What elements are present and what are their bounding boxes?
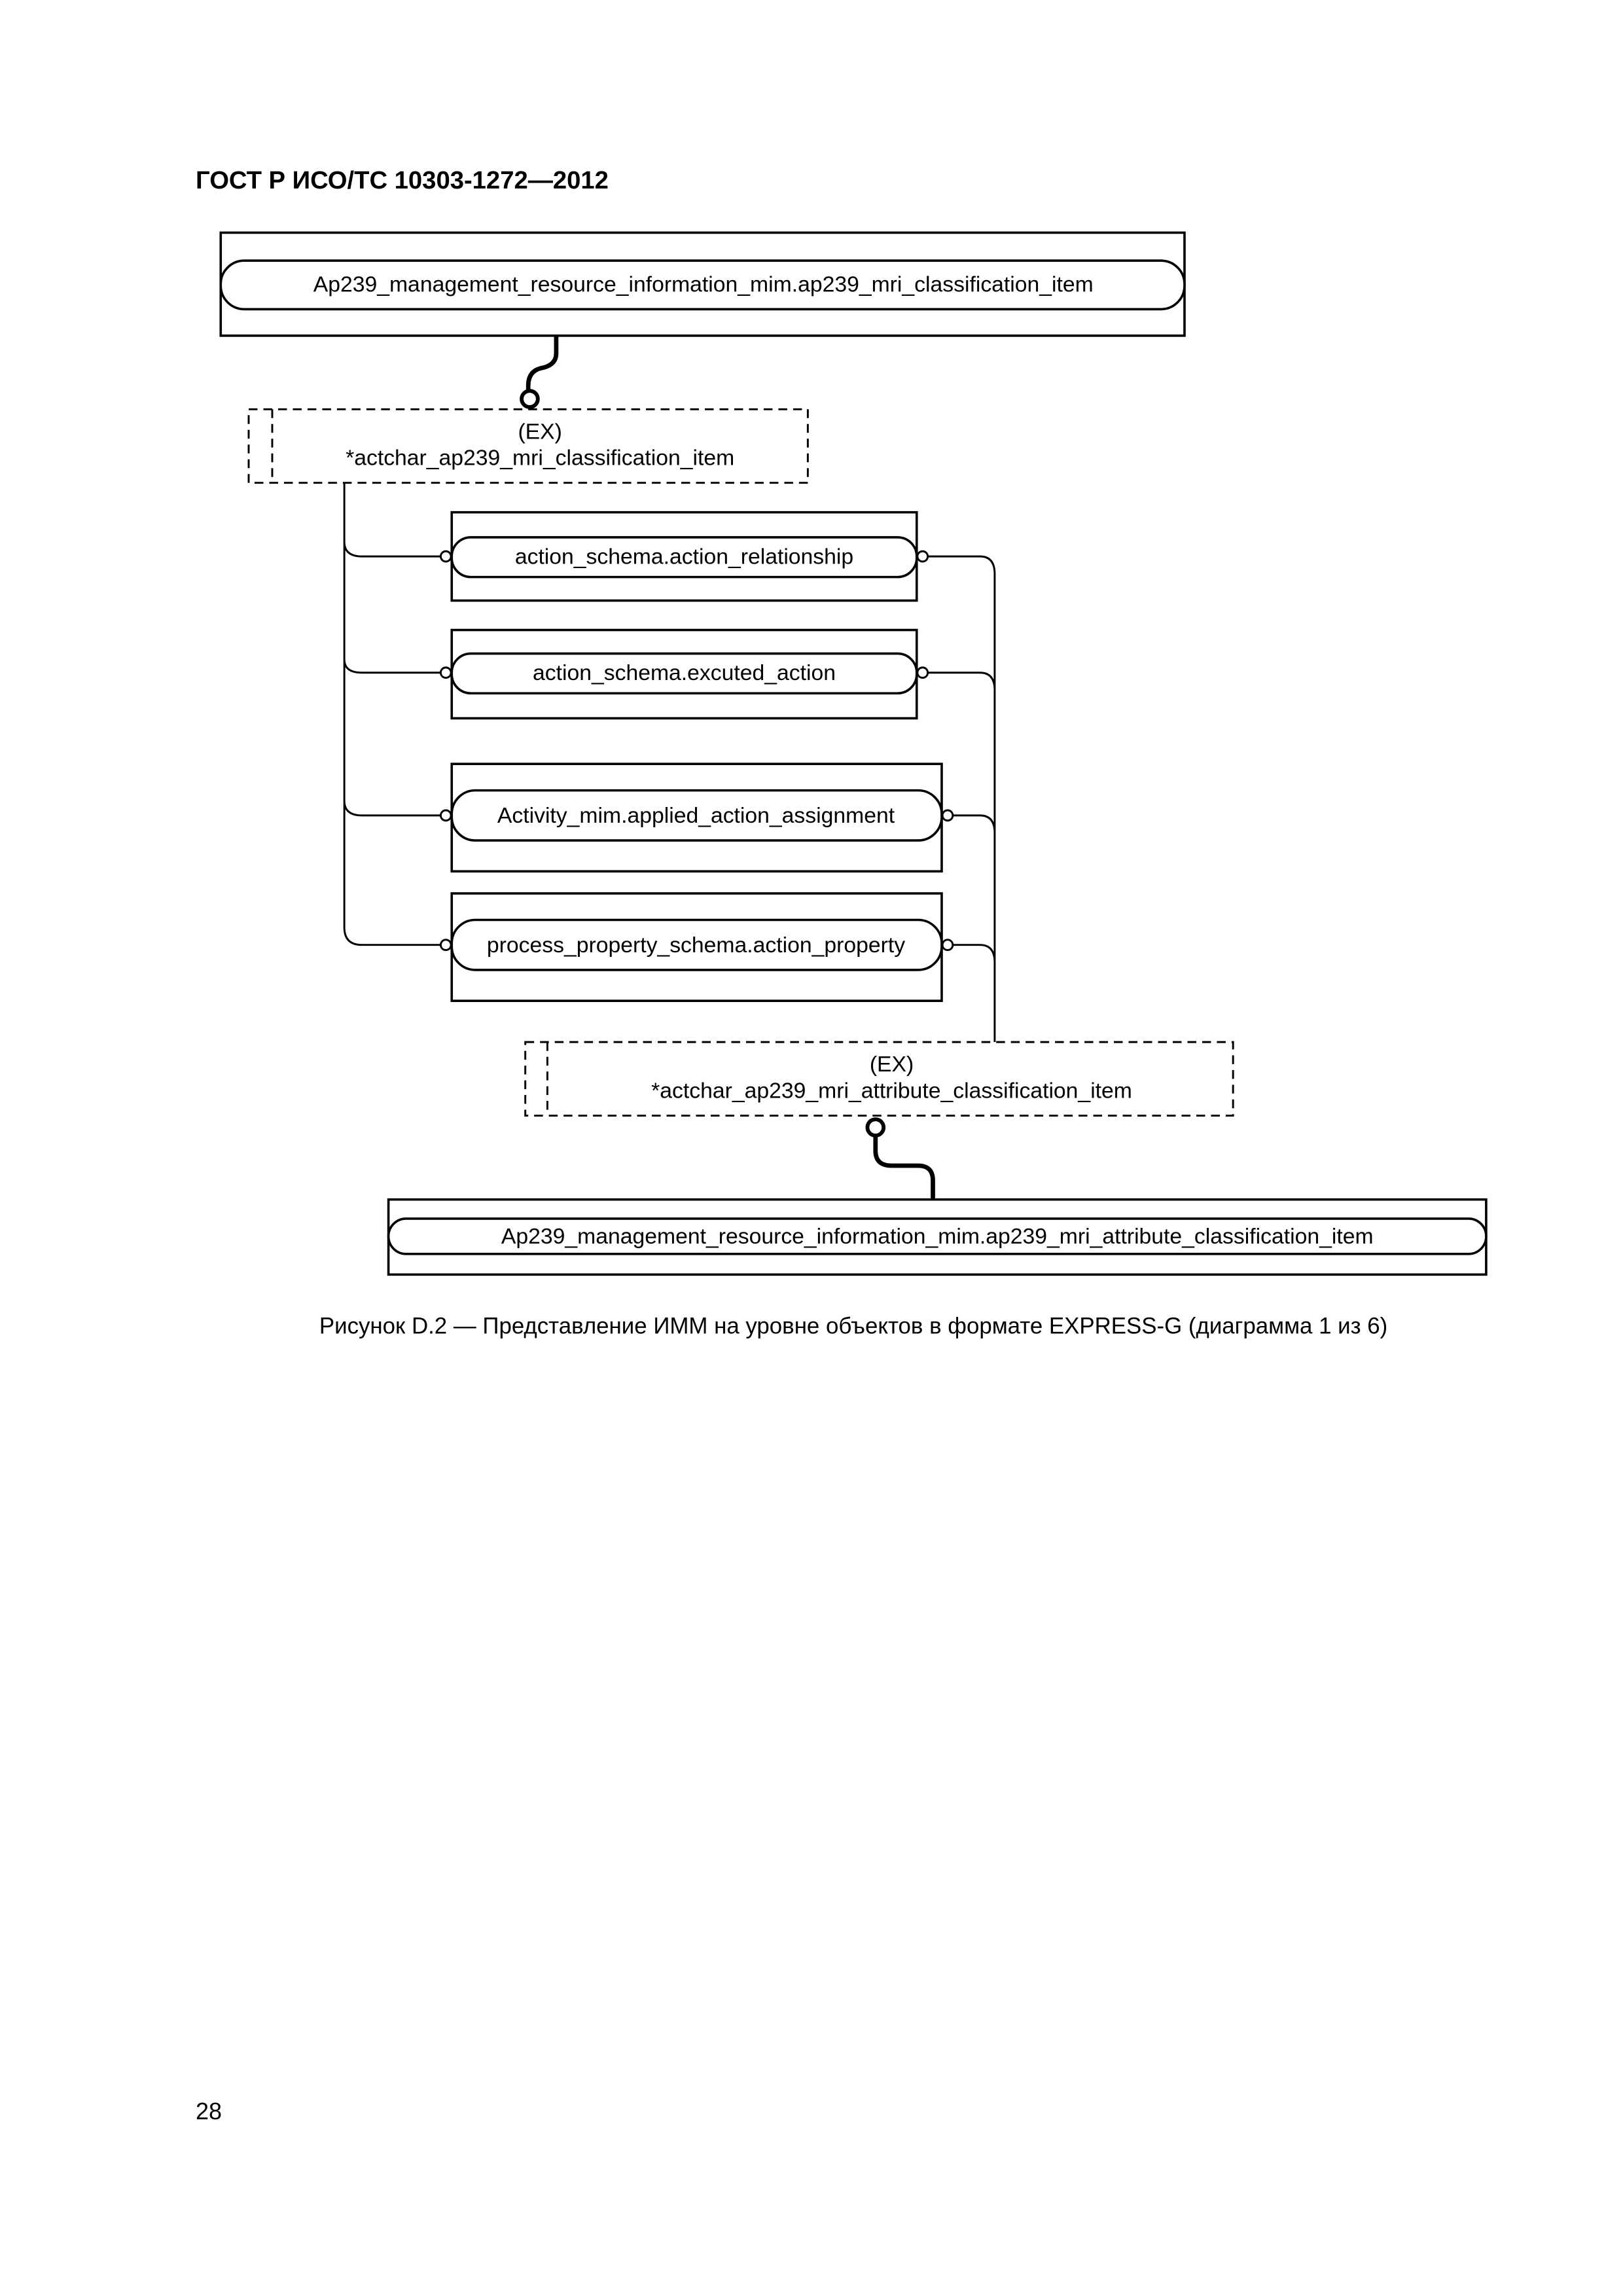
page-number: 28 (196, 2098, 222, 2125)
item-label-2: action_schema.excuted_action (533, 660, 836, 685)
right-trunk-line (928, 555, 996, 1043)
top-entity-box: Ap239_management_resource_information_mi… (219, 231, 1186, 337)
bottom-entity-box: Ap239_management_resource_information_mi… (387, 1198, 1488, 1276)
bottom-relationship-line (873, 1136, 935, 1200)
select-2-name: *actchar_ap239_mri_attribute_classificat… (651, 1079, 1132, 1103)
item-box-3: Activity_mim.applied_action_assignment (439, 762, 954, 873)
item-box-1: action_schema.action_relationship (439, 511, 929, 602)
document-header: ГОСТ Р ИСО/ТС 10303-1272—2012 (196, 166, 609, 194)
bottom-relationship-circle (865, 1117, 886, 1138)
select-type-2: (EX) *actchar_ap239_mri_attribute_classi… (524, 1041, 1234, 1117)
top-entity-label: Ap239_management_resource_information_mi… (313, 272, 1094, 296)
select-2-tag: (EX) (870, 1052, 914, 1077)
top-relationship-line (526, 335, 559, 391)
left-trunk-line (343, 482, 440, 946)
item-label-3: Activity_mim.applied_action_assignment (497, 803, 895, 828)
item-label-4: process_property_schema.action_property (487, 933, 905, 958)
item-box-4: process_property_schema.action_property (439, 892, 954, 1002)
item-box-2: action_schema.excuted_action (439, 628, 929, 720)
top-relationship-circle (520, 389, 540, 409)
select-1-tag: (EX) (518, 419, 562, 444)
select-type-1: (EX) *actchar_ap239_mri_classification_i… (247, 408, 809, 484)
select-1-name: *actchar_ap239_mri_classification_item (346, 446, 734, 471)
bottom-entity-label: Ap239_management_resource_information_mi… (501, 1224, 1374, 1249)
item-label-1: action_schema.action_relationship (515, 544, 853, 569)
figure-caption: Рисунок D.2 — Представление ИММ на уровн… (319, 1313, 1387, 1338)
